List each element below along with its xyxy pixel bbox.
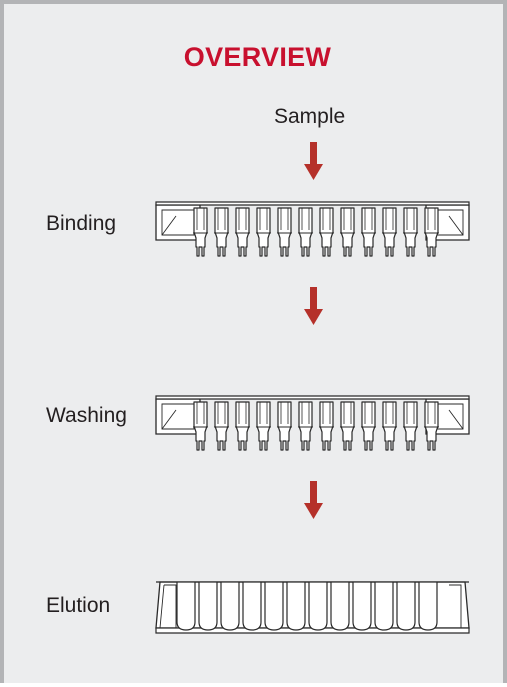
elution-tube-strip <box>155 581 470 634</box>
arrow-down-3 <box>304 481 323 519</box>
arrow-down-1 <box>304 142 323 180</box>
step-label-binding: Binding <box>46 212 117 235</box>
overview-title: OVERVIEW <box>0 42 507 73</box>
arrow-down-2 <box>304 287 323 325</box>
overview-title-text: OVERVIEW <box>183 42 332 72</box>
sample-label: Sample <box>274 105 346 128</box>
step-label-washing: Washing <box>46 404 127 427</box>
binding-column-strip <box>156 202 469 256</box>
washing-column-strip <box>156 396 469 450</box>
step-label-elution: Elution <box>46 594 111 617</box>
